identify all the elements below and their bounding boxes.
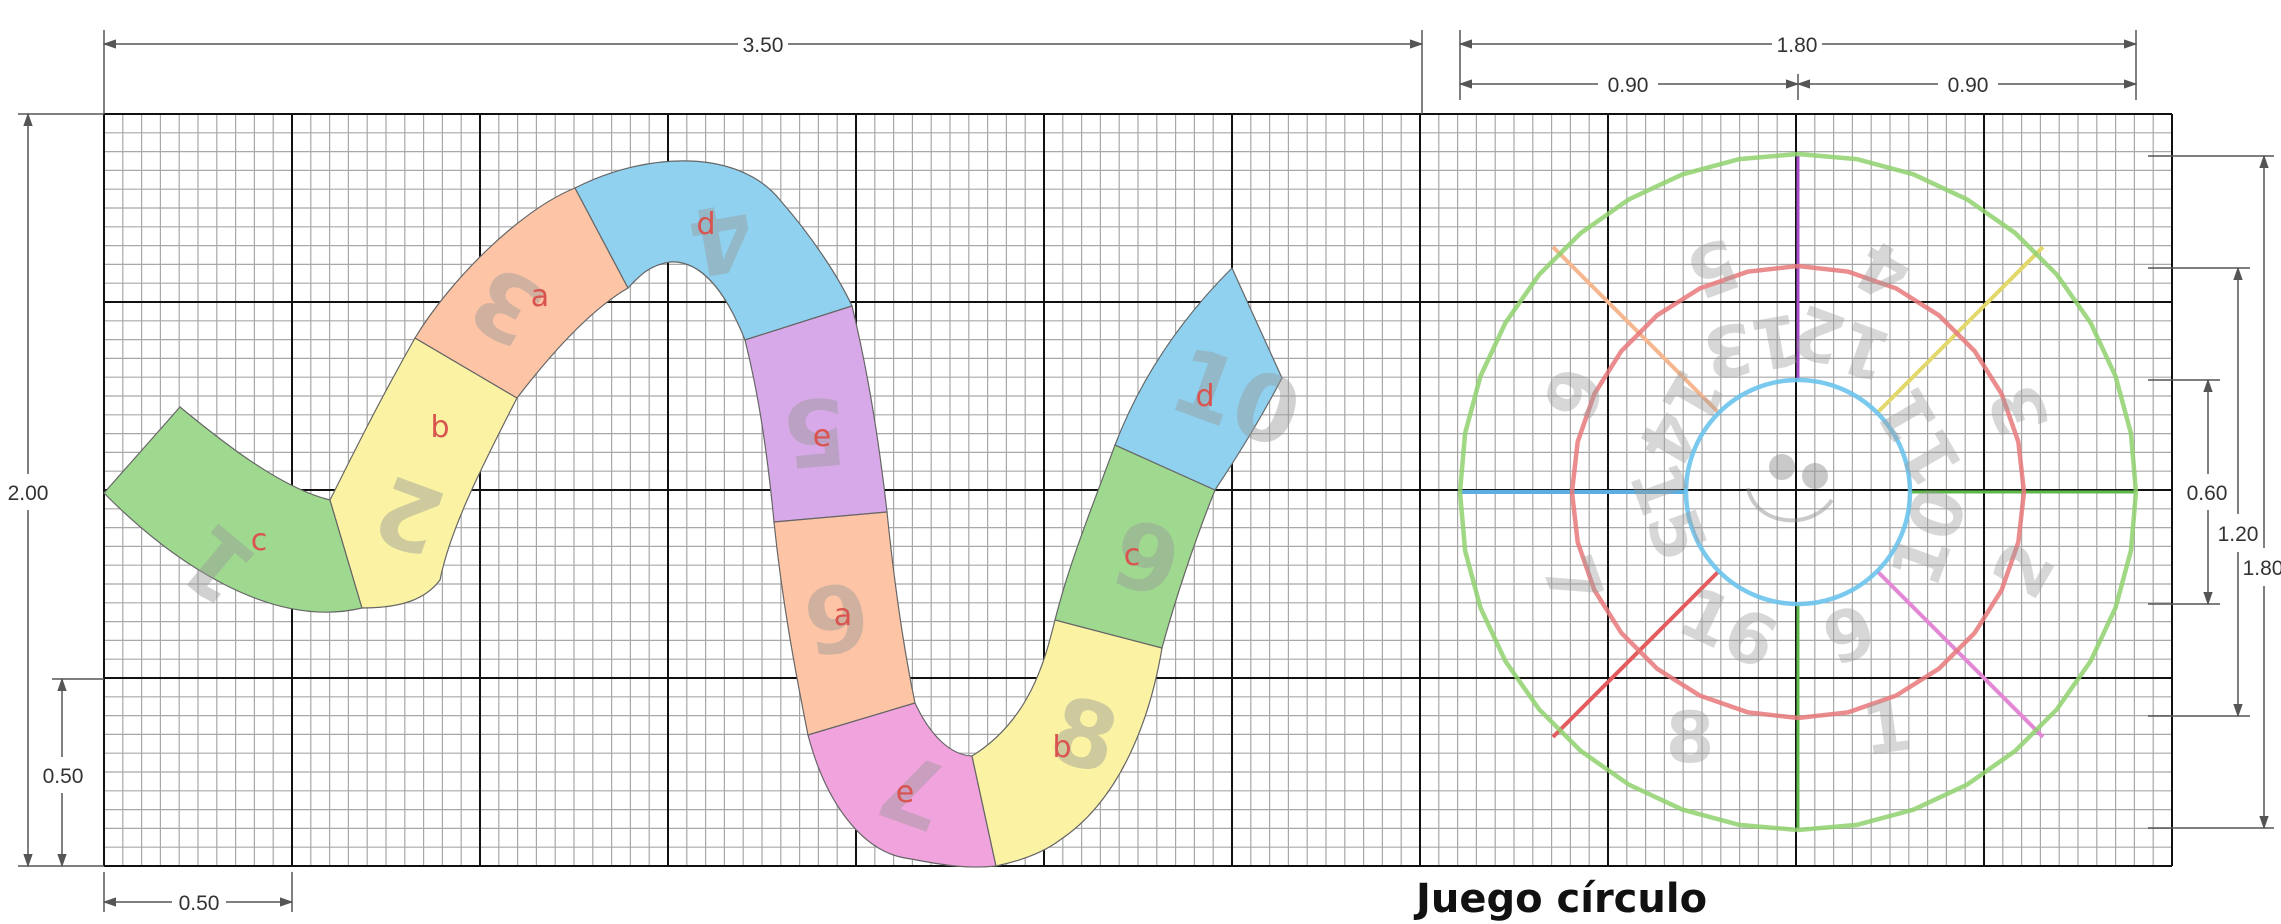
segment-letter-7: e	[896, 775, 914, 810]
dim-top-width: 3.50	[743, 34, 784, 57]
dim-circle-total: 1.80	[1777, 34, 1818, 57]
circle-number-10: 10	[1874, 477, 1984, 597]
segment-letter-3: a	[531, 279, 549, 314]
segment-letter-2: b	[430, 410, 449, 445]
dim-circle-left: 0.90	[1608, 74, 1649, 97]
inner-ring	[1683, 377, 1913, 607]
outer-ring	[1457, 151, 2139, 833]
smiley-icon	[1746, 454, 1834, 523]
segment-number-5: 5	[778, 375, 851, 487]
segment-letter-5: e	[813, 419, 831, 454]
path-segment-10	[1114, 266, 1283, 491]
dim-circle-right: 0.90	[1948, 74, 1989, 97]
segment-letter-9: c	[1124, 538, 1141, 573]
circle-number-13: 13	[1697, 297, 1807, 395]
circle-number-6: 6	[1526, 356, 1620, 430]
middle-ring	[1569, 263, 2027, 721]
dim-right-middle: 1.20	[2218, 523, 2259, 546]
segment-letter-8: b	[1052, 730, 1071, 765]
dim-right-outer: 1.80	[2243, 557, 2281, 580]
circle-number-16: 16	[1667, 571, 1790, 686]
segment-letter-4: d	[696, 207, 715, 242]
drawing-title: Juego círculo	[1413, 876, 1707, 922]
divider-line	[1876, 245, 2045, 414]
circle-game: 1 2 3 4 5 6 7 8 9 10 11 12 13 14 15 16	[1457, 151, 2139, 833]
dimension-lines	[18, 30, 2274, 912]
divider-line	[1551, 570, 1720, 739]
divider-line	[1551, 245, 1720, 414]
dim-left-bottom: 0.50	[43, 765, 84, 788]
dim-left-height: 2.00	[8, 482, 49, 505]
segment-number-6: 6	[797, 560, 875, 675]
segment-letter-6: a	[834, 598, 852, 633]
path-segment-7	[807, 702, 997, 868]
circle-number-1: 1	[1857, 684, 1917, 772]
path-segment-2	[329, 337, 518, 609]
circle-number-3: 3	[1973, 373, 2067, 447]
dimension-labels: 3.50 1.80 0.90 0.90 2.00 0.50 0.50 0.60 …	[8, 34, 2281, 915]
divider-line	[1876, 570, 2045, 739]
path-segment-8	[971, 619, 1163, 867]
serpentine-path	[103, 160, 1283, 868]
path-segment-4	[574, 160, 853, 341]
circle-number-2: 2	[1977, 528, 2072, 611]
segment-letter-10: d	[1195, 379, 1214, 414]
dim-bottom-width: 0.50	[179, 892, 220, 915]
circle-number-8: 8	[1666, 697, 1715, 779]
circle-number-11: 11	[1859, 374, 1979, 499]
dim-right-inner: 0.60	[2187, 482, 2228, 505]
segment-letter-1: c	[251, 523, 268, 558]
